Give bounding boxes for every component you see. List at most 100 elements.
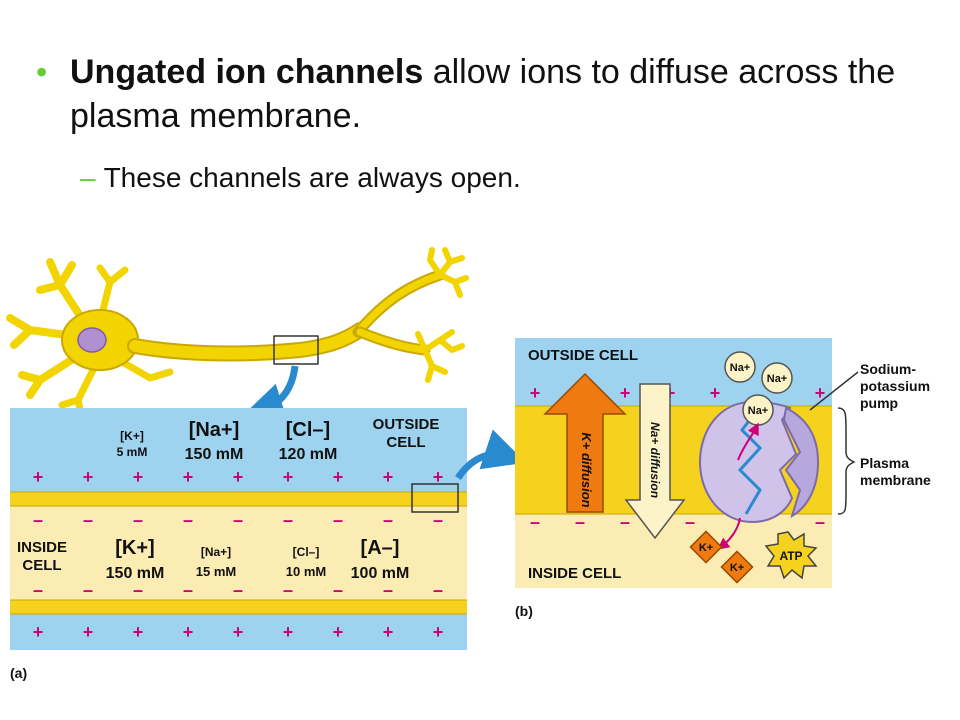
minus-charge: – <box>33 580 43 600</box>
minus-charge: – <box>575 512 585 532</box>
na-ion-1: Na+ <box>730 362 751 374</box>
plus-charge: + <box>83 622 94 642</box>
outside-cell-label-2: CELL <box>386 434 425 451</box>
zoom-arrow-a <box>241 365 299 424</box>
minus-charge: – <box>433 510 443 530</box>
plus-charge: + <box>83 467 94 487</box>
inside-na-conc: 15 mM <box>196 564 236 579</box>
membrane-label-1: Plasma <box>860 455 909 471</box>
plus-charge: + <box>33 467 44 487</box>
plus-charge: + <box>333 622 344 642</box>
sodium-potassium-pump <box>698 400 820 524</box>
plus-charge: + <box>33 622 44 642</box>
k-ions: K+ K+ <box>689 530 754 584</box>
minus-charge: – <box>233 510 243 530</box>
plus-charge: + <box>233 622 244 642</box>
plus-charge: + <box>233 467 244 487</box>
sub-bullet-dash: – <box>80 162 96 193</box>
atp-starburst <box>764 531 818 580</box>
minus-charge: – <box>83 510 93 530</box>
minus-charge: – <box>183 510 193 530</box>
main-bullet-text: Ungated ion channels allow ions to diffu… <box>70 50 930 138</box>
na-ion-2: Na+ <box>767 373 788 385</box>
panel-a-charges: +++++++++––––––––––––––––––+++++++++ <box>33 467 444 642</box>
k-ion-1: K+ <box>699 542 713 554</box>
minus-charge: – <box>133 580 143 600</box>
minus-charge: – <box>383 510 393 530</box>
pump-leader-line <box>809 371 859 411</box>
plus-charge: + <box>620 383 631 403</box>
plus-charge: + <box>133 622 144 642</box>
membrane-zoom-box <box>411 483 459 513</box>
bullet-bold-term: Ungated ion channels <box>70 53 424 91</box>
sub-bullet-text: These channels are always open. <box>103 162 521 193</box>
k-pump-arrow <box>717 517 741 550</box>
panel-a-membrane <box>10 408 467 650</box>
sub-bullet: –These channels are always open. <box>80 160 521 196</box>
plus-charge: + <box>133 467 144 487</box>
plus-charge: + <box>530 383 541 403</box>
panel-b-inside-label: INSIDE CELL <box>528 565 621 582</box>
zoom-arrow-b <box>455 429 526 481</box>
inside-cl-ion: [Cl–] <box>293 545 320 559</box>
minus-charge: – <box>183 580 193 600</box>
inside-na-ion: [Na+] <box>201 545 231 559</box>
minus-charge: – <box>133 510 143 530</box>
na-diffusion-arrow <box>624 383 686 540</box>
minus-charge: – <box>530 512 540 532</box>
na-pump-arrow <box>737 422 759 461</box>
bullet-rest: allow ions to diffuse across the plasma … <box>70 53 896 135</box>
panel-b-label: (b) <box>515 603 533 619</box>
inside-k-ion: [K+] <box>115 537 154 559</box>
plus-charge: + <box>183 467 194 487</box>
minus-charge: – <box>383 580 393 600</box>
minus-charge: – <box>33 510 43 530</box>
minus-charge: – <box>83 580 93 600</box>
k-diffusion-arrow <box>543 372 627 513</box>
minus-charge: – <box>283 510 293 530</box>
minus-charge: – <box>685 512 695 532</box>
plus-charge: + <box>183 622 194 642</box>
outside-k-conc: 5 mM <box>117 445 148 459</box>
inside-cell-label-1: INSIDE <box>17 539 67 556</box>
plus-charge: + <box>383 622 394 642</box>
plus-charge: + <box>433 467 444 487</box>
plus-charge: + <box>433 622 444 642</box>
inside-k-conc: 150 mM <box>106 565 165 582</box>
outside-cell-label-1: OUTSIDE <box>373 416 440 433</box>
axon-zoom-box <box>273 335 319 365</box>
pump-label-1: Sodium- <box>860 361 916 377</box>
na-diffusion-label: Na+ diffusion <box>648 422 662 498</box>
bullet-dot-icon: • <box>36 54 48 90</box>
plus-charge: + <box>283 622 294 642</box>
panel-a-label: (a) <box>10 665 27 681</box>
panel-b-outside-label: OUTSIDE CELL <box>528 347 638 364</box>
inside-cell-label-2: CELL <box>22 557 61 574</box>
plus-charge: + <box>710 383 721 403</box>
outside-na-ion: [Na+] <box>189 419 240 441</box>
membrane-brace <box>837 407 856 515</box>
k-diffusion-label: K+ diffusion <box>579 432 594 507</box>
pump-label-2: potassium <box>860 378 930 394</box>
minus-charge: – <box>233 580 243 600</box>
neuron-illustration <box>6 247 469 422</box>
plus-charge: + <box>283 467 294 487</box>
neuron-nucleus <box>77 327 107 353</box>
minus-charge: – <box>333 510 343 530</box>
outside-k-ion: [K+] <box>120 429 144 443</box>
plus-charge: + <box>815 383 826 403</box>
membrane-label-2: membrane <box>860 472 931 488</box>
pump-label-3: pump <box>860 395 898 411</box>
outside-cl-conc: 120 mM <box>279 446 338 463</box>
minus-charge: – <box>620 512 630 532</box>
minus-charge: – <box>815 512 825 532</box>
neuron-axon <box>129 324 366 360</box>
minus-charge: – <box>333 580 343 600</box>
atp-label: ATP <box>779 549 802 563</box>
plus-charge: + <box>333 467 344 487</box>
minus-charge: – <box>433 580 443 600</box>
inside-a-ion: [A–] <box>361 537 400 559</box>
plus-charge: + <box>383 467 394 487</box>
